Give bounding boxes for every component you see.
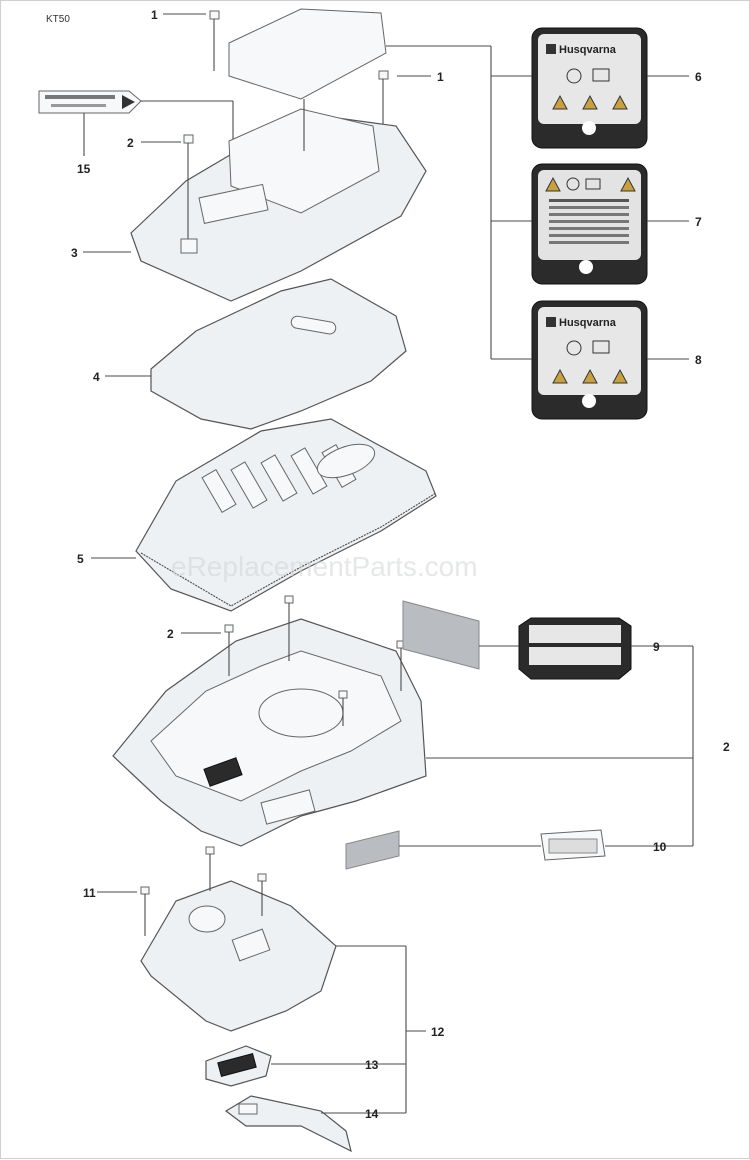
lower-bracket-slot (231, 928, 271, 962)
decal-6-brand: Husqvarna (559, 44, 617, 56)
callout-4: 4 (93, 370, 100, 384)
model-code: KT50 (46, 14, 70, 25)
watermark: eReplacementParts.com (171, 551, 478, 582)
latch-part-14 (224, 1095, 352, 1153)
base-housing-switch (203, 757, 243, 787)
callout-5: 5 (77, 552, 84, 566)
callout-11: 10 (653, 840, 667, 854)
grey-label-lower (345, 830, 400, 870)
callout-1b: 1 (437, 70, 444, 84)
callout-14: 14 (365, 1107, 379, 1121)
callout-13: 13 (365, 1058, 379, 1072)
callout-7: 7 (695, 215, 702, 229)
decal-11 (540, 829, 606, 861)
decal-bracket (386, 45, 532, 360)
handle-part-13 (205, 1045, 272, 1087)
decal-8-brand: Husqvarna (559, 317, 617, 329)
inner-housing-edge (140, 492, 437, 607)
base-housing-label-area (260, 789, 316, 825)
gasket-slot (290, 315, 337, 335)
callout-6: 6 (695, 70, 702, 84)
top-cover-window-recess (228, 108, 380, 214)
top-window-panel (228, 8, 387, 100)
callout-2b: 2 (167, 627, 174, 641)
grey-label-upper (402, 600, 480, 670)
inner-housing-ribs (201, 443, 376, 514)
callout-2a: 2 (127, 136, 134, 150)
callout-9: 2 (723, 740, 730, 754)
bolt-cover-left (180, 134, 198, 254)
callout-12: 12 (431, 1025, 445, 1039)
decal-8: Husqvarna (531, 300, 648, 420)
foam-gasket (150, 278, 407, 430)
callout-15: 15 (77, 162, 91, 176)
bracket-9 (426, 646, 694, 846)
decal-7 (531, 163, 648, 285)
callout-8: 8 (695, 353, 702, 367)
decal-6: Husqvarna (531, 27, 648, 149)
base-housing-wheel-well (258, 688, 344, 738)
base-screws (224, 595, 406, 726)
lower-bracket-screws (140, 846, 267, 936)
inner-housing (135, 418, 437, 612)
callout-2c: 11 (83, 886, 96, 900)
bolt-top-left (209, 10, 220, 71)
top-cover-label-recess (198, 183, 269, 224)
callout-1a: 1 (151, 8, 158, 22)
callout-10: 9 (653, 640, 660, 654)
decal-10 (518, 617, 632, 680)
warning-label-sticker (38, 90, 142, 114)
lower-bracket-hole (188, 905, 226, 933)
bracket-12 (271, 945, 426, 1114)
callout-3: 3 (71, 246, 78, 260)
